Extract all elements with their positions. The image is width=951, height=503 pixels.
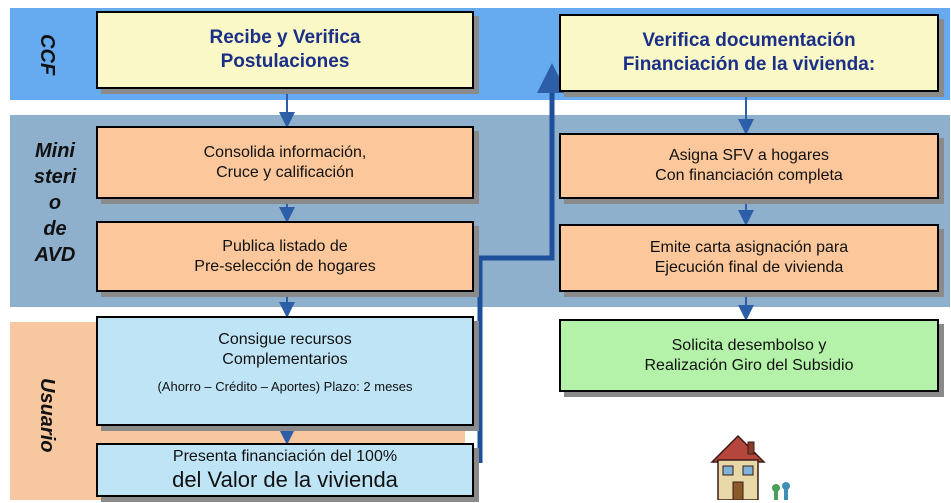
verifica-box: Verifica documentación Financiación de l…	[559, 14, 939, 92]
consolida-line: Consolida información,	[203, 143, 367, 161]
verifica-line: Verifica documentación	[642, 30, 856, 51]
house-icon	[710, 434, 790, 500]
publica-box: Publica listado de Pre-selección de hoga…	[96, 221, 474, 292]
ministerio-label-line: AVD	[34, 244, 76, 266]
emite-line: Ejecución final de vivienda	[654, 259, 844, 276]
solicita-line: Solicita desembolso y	[671, 336, 827, 354]
recibe-box: Recibe y Verifica Postulaciones	[96, 11, 474, 89]
presenta-line: Presenta financiación del 100%	[172, 448, 398, 465]
consolida-line: Cruce y calificación	[216, 163, 354, 181]
ministerio-label-line: o	[48, 192, 62, 214]
consigue-line: Complementarios	[222, 351, 348, 368]
recibe-line: Recibe y Verifica	[209, 27, 361, 48]
ccf-lane-label: CCF	[36, 34, 58, 76]
consigue-box: Consigue recursos Complementarios (Ahorr…	[96, 316, 474, 426]
recibe-line: Postulaciones	[220, 51, 350, 72]
solicita-line: Realización Giro del Subsidio	[644, 356, 854, 374]
asigna-line: Con financiación completa	[655, 167, 843, 184]
emite-line: Emite carta asignación para	[649, 239, 849, 256]
publica-line: Publica listado de	[222, 237, 348, 255]
publica-line: Pre-selección de hogares	[194, 257, 376, 275]
usuario-lane-label: Usuario	[36, 377, 58, 453]
arrow-presenta-verifica	[477, 63, 567, 463]
ministerio-label-line: Mini	[35, 140, 75, 162]
asigna-box: Asigna SFV a hogares Con financiación co…	[559, 133, 939, 199]
consolida-box: Consolida información, Cruce y calificac…	[96, 126, 474, 199]
presenta-line: del Valor de la vivienda	[172, 467, 398, 492]
presenta-box: Presenta financiación del 100% del Valor…	[96, 443, 474, 497]
consigue-line: (Ahorro – Crédito – Aportes) Plazo: 2 me…	[157, 379, 413, 394]
asigna-line: Asigna SFV a hogares	[668, 147, 830, 164]
ministerio-lane-label: Mini steri o de AVD	[22, 138, 88, 268]
consigue-line: Consigue recursos	[218, 331, 352, 348]
emite-box: Emite carta asignación para Ejecución fi…	[559, 224, 939, 292]
solicita-box: Solicita desembolso y Realización Giro d…	[559, 319, 939, 392]
ministerio-label-line: de	[43, 218, 67, 240]
verifica-line: Financiación de la vivienda:	[622, 54, 876, 75]
ministerio-label-line: steri	[33, 166, 77, 188]
